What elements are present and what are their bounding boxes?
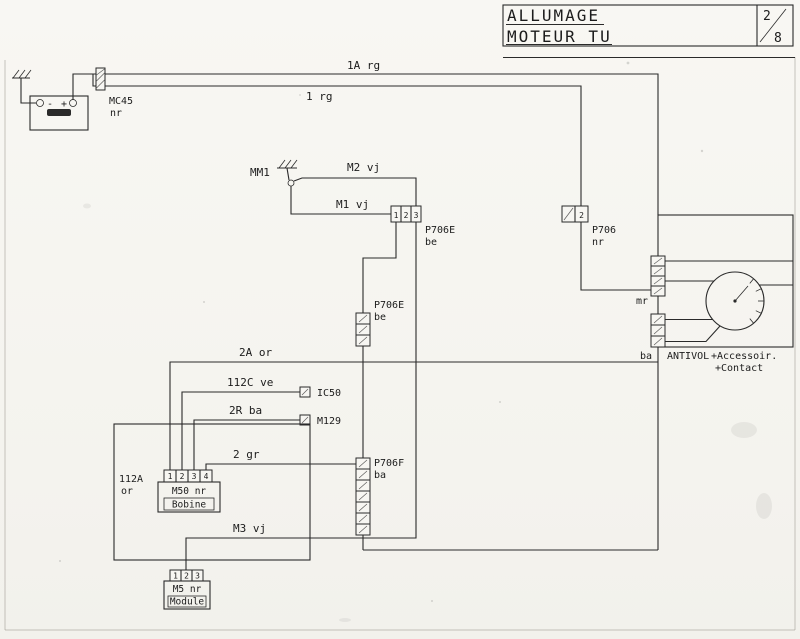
wire-1a-rg-label: 1A rg <box>347 59 380 72</box>
m50-pin-4: 4 <box>204 472 209 481</box>
p706e-label: P706E <box>425 225 455 236</box>
m50-pin-2: 2 <box>180 472 185 481</box>
p706f-color: ba <box>374 470 386 481</box>
mc45-label: MC45 <box>109 96 133 107</box>
page-number: 2 8 <box>759 8 787 46</box>
p706e-mid-color: be <box>374 312 386 323</box>
m50-pin-1: 1 <box>168 472 173 481</box>
m5-label: M5 nr <box>173 584 202 595</box>
antivol-label: ANTIVOL +Accessoir. +Contact <box>667 351 777 374</box>
wire-m3-vj: M3 vj <box>185 222 417 570</box>
title-block: ALLUMAGE MOTEUR TU 2 8 <box>502 4 795 59</box>
strip-p706e-mid: P706E be <box>355 300 404 347</box>
m5-sublabel: Module <box>170 597 205 608</box>
wire-m2-vj: M2 vj <box>293 161 417 206</box>
strip-p706f: P706F ba <box>355 457 404 536</box>
component-112a-box: 112A or <box>113 423 311 561</box>
p706f-label: P706F <box>374 458 404 469</box>
p706-pin-2: 2 <box>579 211 584 220</box>
wire-p706-to-antivol <box>580 222 651 291</box>
harness-bus <box>362 222 658 551</box>
battery-group: - + <box>12 69 89 131</box>
strip-mr: mr <box>636 255 666 307</box>
antivol-name: ANTIVOL <box>667 351 709 362</box>
scan-page-edges <box>4 57 796 631</box>
strip-ba: ba <box>640 313 666 362</box>
battery <box>29 95 89 131</box>
connector-mc45: MC45 nr <box>95 67 133 119</box>
antivol-contact: +Contact <box>715 363 763 374</box>
ba-color-label: ba <box>640 351 652 362</box>
antivol-box: mr ba <box>636 214 794 550</box>
coil-m50: 1 2 3 4 M50 nr Bobine <box>157 469 221 513</box>
112a-label: 112A <box>119 474 143 485</box>
mm1-label: MM1 <box>250 166 270 179</box>
p706e-pin-2: 2 <box>404 211 409 220</box>
m5-pin-1: 1 <box>173 572 178 581</box>
wire-m1-vj: M1 vj <box>290 186 391 215</box>
battery-minus-terminal <box>36 99 44 107</box>
ground-mm1: MM1 <box>250 159 298 187</box>
battery-plus-sign: + <box>61 99 67 110</box>
wire-m3-label: M3 vj <box>233 522 266 535</box>
ground-symbol-battery <box>12 69 36 104</box>
m5-pin-3: 3 <box>195 572 200 581</box>
p706e-mid-label: P706E <box>374 300 404 311</box>
wire-112c-ve: 112C ve IC50 <box>181 376 341 470</box>
p706e-color: be <box>425 237 437 248</box>
wire-1-rg: 1 rg <box>92 74 582 206</box>
wire-2a-or: 2A or <box>169 346 658 470</box>
battery-plus-terminal <box>69 99 77 107</box>
112a-color: or <box>121 486 133 497</box>
ignition-switch-symbol <box>705 271 765 331</box>
p706e-pin-3: 3 <box>414 211 419 220</box>
mm1-terminal <box>287 179 295 187</box>
mr-color-label: mr <box>636 296 648 307</box>
wire-2a-label: 2A or <box>239 346 272 359</box>
wire-2-gr: 2 gr <box>205 448 356 470</box>
wire-112c-label: 112C ve <box>227 376 273 389</box>
m50-label: M50 nr <box>172 486 207 497</box>
m129-label: M129 <box>317 416 341 427</box>
mc45-color: nr <box>110 108 122 119</box>
antivol-internal-wires <box>665 260 793 343</box>
p706e-pin-1: 1 <box>394 211 399 220</box>
page-total: 8 <box>774 31 782 46</box>
wire-1a-rg: 1A rg <box>72 59 659 215</box>
page-num: 2 <box>763 9 771 24</box>
wire-1-rg-label: 1 rg <box>306 90 333 103</box>
wire-2r-label: 2R ba <box>229 404 262 417</box>
m50-pin-3: 3 <box>192 472 197 481</box>
diagram-title-line1: ALLUMAGE <box>507 6 600 25</box>
wire-2r-ba: 2R ba M129 <box>193 404 341 470</box>
wire-m2-label: M2 vj <box>347 161 380 174</box>
connector-p706: 2 P706 nr <box>561 205 651 291</box>
p706-label: P706 <box>592 225 616 236</box>
m50-sublabel: Bobine <box>172 500 207 511</box>
battery-slot <box>47 109 71 116</box>
battery-minus-sign: - <box>47 99 53 110</box>
antivol-accessoire: +Accessoir. <box>711 351 777 362</box>
p706-color: nr <box>592 237 604 248</box>
title-box <box>502 4 794 47</box>
wire-2gr-label: 2 gr <box>233 448 260 461</box>
connector-p706e: 1 2 3 P706E be <box>390 205 455 248</box>
wire-m1-label: M1 vj <box>336 198 369 211</box>
ic50-label: IC50 <box>317 388 341 399</box>
m5-pin-2: 2 <box>184 572 189 581</box>
diagram-title-line2: MOTEUR TU <box>507 27 612 46</box>
scan-artifacts <box>59 61 772 622</box>
module-m5: 1 2 3 M5 nr Module <box>163 569 211 610</box>
